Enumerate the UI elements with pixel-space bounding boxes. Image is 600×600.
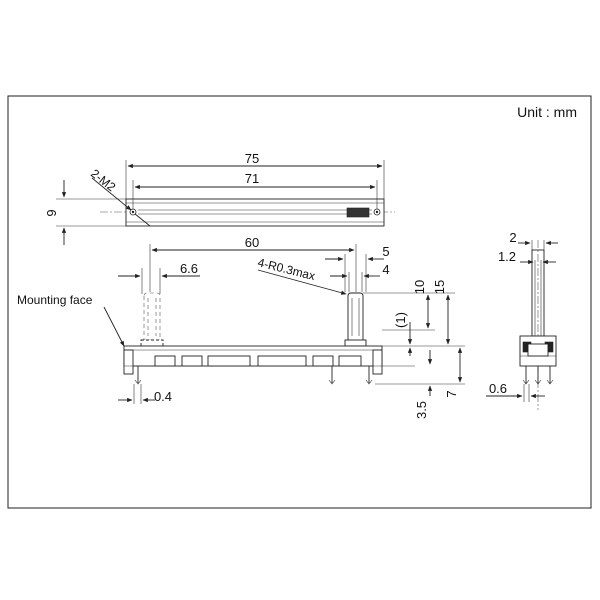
- dim-4-label: 4: [382, 262, 389, 277]
- dim-side-1-2: 1.2: [498, 249, 556, 265]
- dim-0-6-label: 0.6: [489, 381, 507, 396]
- dim-3-5-label: 3.5: [414, 401, 429, 419]
- dim-0-4-label: 0.4: [154, 389, 172, 404]
- side-view: [519, 240, 557, 410]
- slider-knob-top: [346, 207, 370, 218]
- dim-2-label: 2: [509, 230, 516, 245]
- dim-60-label: 60: [245, 235, 259, 250]
- callout-4-r0-3max-label: 4-R0.3max: [256, 255, 316, 283]
- dim-9-label: 9: [44, 209, 59, 216]
- dim-vertical-right: 10 15 (1) 7 3.5: [363, 280, 465, 419]
- top-view: [100, 198, 395, 227]
- mounting-face-callout: Mounting face: [17, 293, 125, 347]
- dim-1-2-label: 1.2: [498, 249, 516, 264]
- drawing-frame: [7, 95, 592, 509]
- mounting-face-label: Mounting face: [17, 293, 93, 307]
- dim-1-ref-label: (1): [393, 312, 408, 328]
- dim-side-0-6: 0.6: [486, 381, 545, 402]
- dim-overall-length: 75: [125, 151, 385, 199]
- dim-15-label: 15: [432, 280, 447, 294]
- dim-7-label: 7: [444, 390, 459, 397]
- dim-width: 9: [44, 180, 126, 245]
- dim-pin-offset: 0.4: [118, 384, 172, 404]
- dim-10-label: 10: [412, 280, 427, 294]
- dim-knob-right: 5 4: [325, 244, 390, 292]
- front-view: [123, 292, 383, 385]
- dim-travel: 60: [149, 235, 357, 292]
- dim-inner-length: 71: [132, 171, 378, 209]
- callout-2-m2-label: 2-M2: [88, 166, 118, 194]
- dim-5-label: 5: [382, 244, 389, 259]
- dim-71-label: 71: [245, 171, 259, 186]
- dim-side-2: 2: [509, 230, 558, 250]
- unit-label: Unit : mm: [517, 104, 577, 120]
- dim-6-6-label: 6.6: [180, 261, 198, 276]
- callout-corner-radius: 4-R0.3max: [256, 255, 347, 295]
- dim-75-label: 75: [245, 151, 259, 166]
- dim-knob-width: 6.6: [118, 261, 200, 294]
